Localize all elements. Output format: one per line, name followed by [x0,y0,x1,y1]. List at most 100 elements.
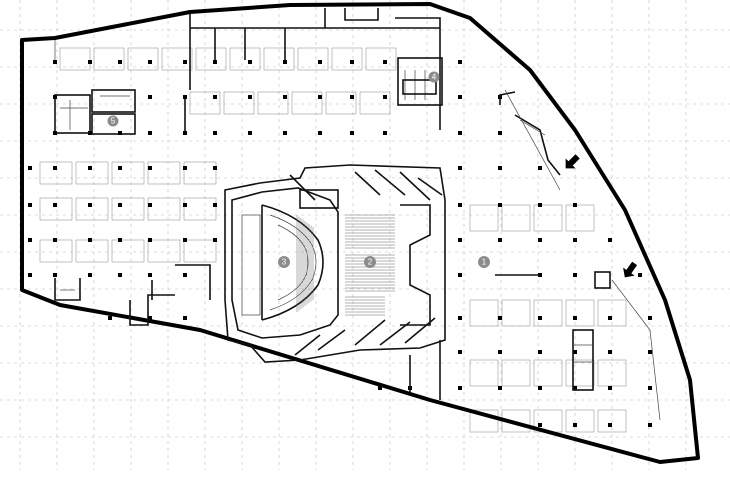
column [383,95,387,99]
column [648,386,652,390]
column [183,131,187,135]
zone-marker-5: 5 [107,115,119,127]
parking-bay [195,47,227,71]
column [88,131,92,135]
zone-marker-3-label: 3 [282,258,287,267]
column [458,386,462,390]
right-side-rooms [409,89,661,421]
column [88,60,92,64]
parking-bay [325,91,357,115]
column [538,386,542,390]
column [498,131,502,135]
column [458,131,462,135]
parking-bay [565,299,595,327]
column [283,60,287,64]
column [573,350,577,354]
column [148,131,152,135]
column [118,238,122,242]
column [378,386,382,390]
column [573,238,577,242]
column [118,131,122,135]
parking-bay [183,161,217,185]
parking-bay [127,47,159,71]
parking-bay [533,299,563,327]
parking-bay [39,239,73,263]
column [213,60,217,64]
parking-bay [257,91,289,115]
column [608,238,612,242]
parking-bay [501,299,531,327]
column [28,203,32,207]
column [498,166,502,170]
zone-marker-1: 1 [478,256,490,268]
column [538,350,542,354]
column [350,60,354,64]
column [183,95,187,99]
parking-bay [39,161,73,185]
parking-bay [501,204,531,232]
column [573,273,577,277]
parking-bay [297,47,329,71]
column [458,203,462,207]
parking-bay [93,47,125,71]
parking-bays [39,47,627,433]
column [118,60,122,64]
zone-marker-3: 3 [278,256,290,268]
column [88,203,92,207]
column [53,203,57,207]
column [638,273,642,277]
column [458,273,462,277]
parking-bay [365,47,397,71]
column [458,60,462,64]
zone-marker-2-label: 2 [368,258,373,267]
parking-bay [111,239,145,263]
column [53,273,57,277]
auditorium-complex [224,164,446,363]
column [28,166,32,170]
parking-bay [183,197,217,221]
column [608,350,612,354]
column [458,238,462,242]
parking-bay [469,299,499,327]
parking-bay [597,409,627,433]
column [108,316,112,320]
column [248,131,252,135]
parking-bay [39,197,73,221]
column [648,316,652,320]
parking-bay [111,197,145,221]
column [148,166,152,170]
column [498,350,502,354]
column [148,95,152,99]
column [118,166,122,170]
parking-bay [189,91,221,115]
column [498,386,502,390]
column [28,273,32,277]
column [213,95,217,99]
column [498,316,502,320]
column [53,238,57,242]
parking-bay [565,359,595,387]
column [183,203,187,207]
column [573,423,577,427]
parking-bay [597,299,627,327]
parking-bay [161,47,193,71]
top-walls [54,8,441,135]
column [53,131,57,135]
parking-bay [565,409,595,433]
column [350,131,354,135]
column [213,166,217,170]
parking-bay [501,359,531,387]
column [183,273,187,277]
column [538,203,542,207]
building-outline [20,2,700,464]
column [118,203,122,207]
parking-bay [147,197,181,221]
zone-marker-4: 4 [428,71,440,83]
parking-bay [291,91,323,115]
service-room-5 [54,89,136,135]
parking-bay [469,204,499,232]
column [213,131,217,135]
parking-bay [533,359,563,387]
parking-bay [111,161,145,185]
